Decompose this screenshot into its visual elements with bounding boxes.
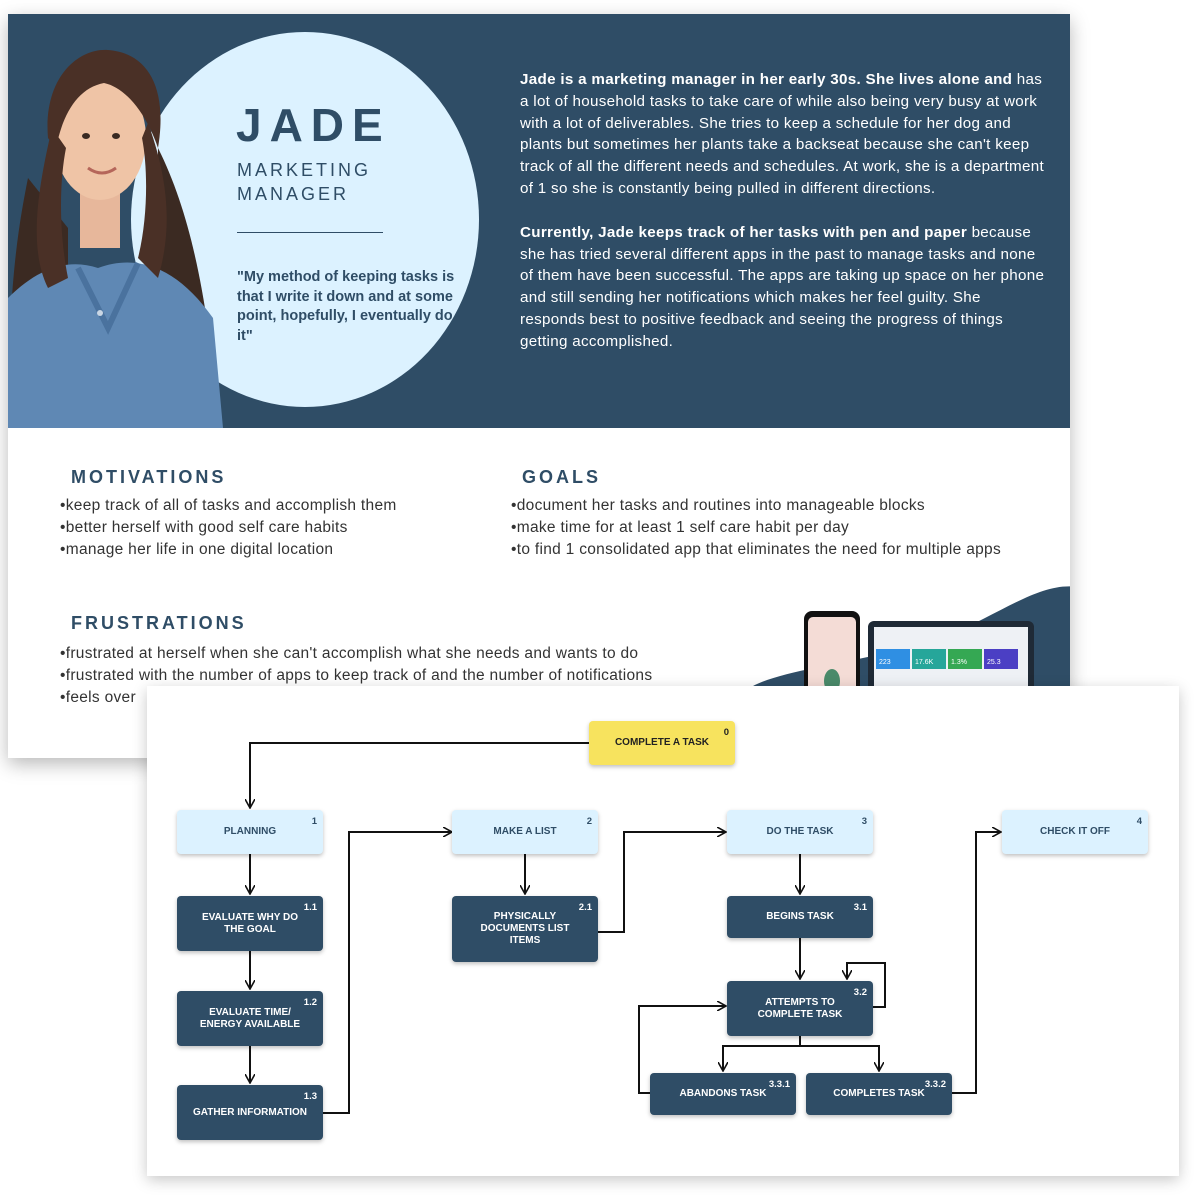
divider [237,232,383,233]
node-evaluate-why[interactable]: EVALUATE WHY DO THE GOAL 1.1 [177,896,323,951]
motivations-heading: MOTIVATIONS [71,467,227,487]
node-number: 3.3.2 [924,1079,946,1090]
stat-4: 25.3 [987,659,1001,666]
list-item: feels over [60,687,740,709]
list-item: manage her life in one digital location [60,539,500,561]
node-documents-list[interactable]: PHYSICALLY DOCUMENTS LIST ITEMS 2.1 [452,896,598,962]
node-check-it-off[interactable]: CHECK IT OFF 4 [1002,810,1148,854]
node-label: BEGINS TASK [766,911,834,922]
bio-2-text: because she has tried several different … [520,223,1045,350]
persona-role: MARKETING MANAGER [237,160,372,204]
list-item: frustrated with the number of apps to ke… [60,665,740,687]
node-number: 1.2 [303,997,317,1008]
node-number: 1.1 [303,902,317,913]
node-number: 3 [861,816,867,827]
node-complete-task[interactable]: COMPLETE A TASK 0 [589,721,735,765]
node-label: ABANDONS TASK [679,1088,767,1099]
node-completes-task[interactable]: COMPLETES TASK 3.3.2 [806,1073,952,1115]
stat-3: 1.3% [951,659,967,666]
list-item: better herself with good self care habit… [60,517,500,539]
node-label: COMPLETE A TASK [614,737,710,748]
list-item: to find 1 consolidated app that eliminat… [511,539,1056,561]
node-number: 0 [723,727,729,738]
bio-1-lead: Jade is a marketing manager in her early… [520,71,1013,88]
node-label: DO THE TASK [766,826,834,837]
node-number: 1 [311,816,317,827]
list-item: document her tasks and routines into man… [511,495,1056,517]
node-begins-task[interactable]: BEGINS TASK 3.1 [727,896,873,938]
frustrations-heading: FRUSTRATIONS [71,613,247,633]
frustrations-list: frustrated at herself when she can't acc… [60,643,740,710]
node-label: ATTEMPTS TO COMPLETE TASK [757,996,843,1020]
persona-name: JADE [236,99,391,151]
node-label: GATHER INFORMATION [192,1106,308,1118]
node-abandons-task[interactable]: ABANDONS TASK 3.3.1 [650,1073,796,1115]
node-gather-information[interactable]: GATHER INFORMATION 1.3 [177,1085,323,1140]
bio-1-text: has a lot of household tasks to take car… [520,71,1044,197]
node-number: 4 [1136,816,1142,827]
node-attempts-task[interactable]: ATTEMPTS TO COMPLETE TASK 3.2 [727,981,873,1036]
node-label: PHYSICALLY DOCUMENTS LIST ITEMS [480,911,570,946]
node-make-a-list[interactable]: MAKE A LIST 2 [452,810,598,854]
node-number: 2 [586,816,592,827]
goals-list: document her tasks and routines into man… [511,495,1056,562]
node-number: 2.1 [578,902,592,913]
node-label: MAKE A LIST [493,826,557,837]
list-item: keep track of all of tasks and accomplis… [60,495,500,517]
node-label: CHECK IT OFF [1040,826,1110,837]
node-label: PLANNING [223,826,277,837]
node-number: 3.2 [853,987,867,998]
bio-paragraph-1: Jade is a marketing manager in her early… [520,69,1046,200]
node-do-the-task[interactable]: DO THE TASK 3 [727,810,873,854]
node-label: EVALUATE TIME/ ENERGY AVAILABLE [199,1006,301,1030]
bio-paragraph-2: Currently, Jade keeps track of her tasks… [520,222,1046,353]
persona-bio: Jade is a marketing manager in her early… [520,69,1046,375]
stat-1: 223 [879,659,891,666]
task-flow-diagram: COMPLETE A TASK 0 PLANNING 1 EVALUATE WH… [147,686,1179,1176]
node-number: 3.1 [853,902,867,913]
motivations-list: keep track of all of tasks and accomplis… [60,495,500,562]
node-evaluate-time[interactable]: EVALUATE TIME/ ENERGY AVAILABLE 1.2 [177,991,323,1046]
flow-connectors [147,742,1179,1114]
bio-2-lead: Currently, Jade keeps track of her tasks… [520,223,968,241]
stat-2: 17.6K [915,659,934,666]
persona-card: JADE MARKETING MANAGER "My method of kee… [8,14,1070,758]
persona-quote: "My method of keeping tasks is that I wr… [237,269,455,344]
node-label: EVALUATE WHY DO THE GOAL [201,911,299,935]
node-label: COMPLETES TASK [833,1088,925,1099]
goals-heading: GOALS [522,467,602,487]
node-number: 1.3 [303,1091,317,1102]
persona-photo [8,49,223,428]
node-number: 3.3.1 [768,1079,790,1090]
list-item: frustrated at herself when she can't acc… [60,643,740,665]
list-item: make time for at least 1 self care habit… [511,517,1056,539]
node-planning[interactable]: PLANNING 1 [177,810,323,854]
